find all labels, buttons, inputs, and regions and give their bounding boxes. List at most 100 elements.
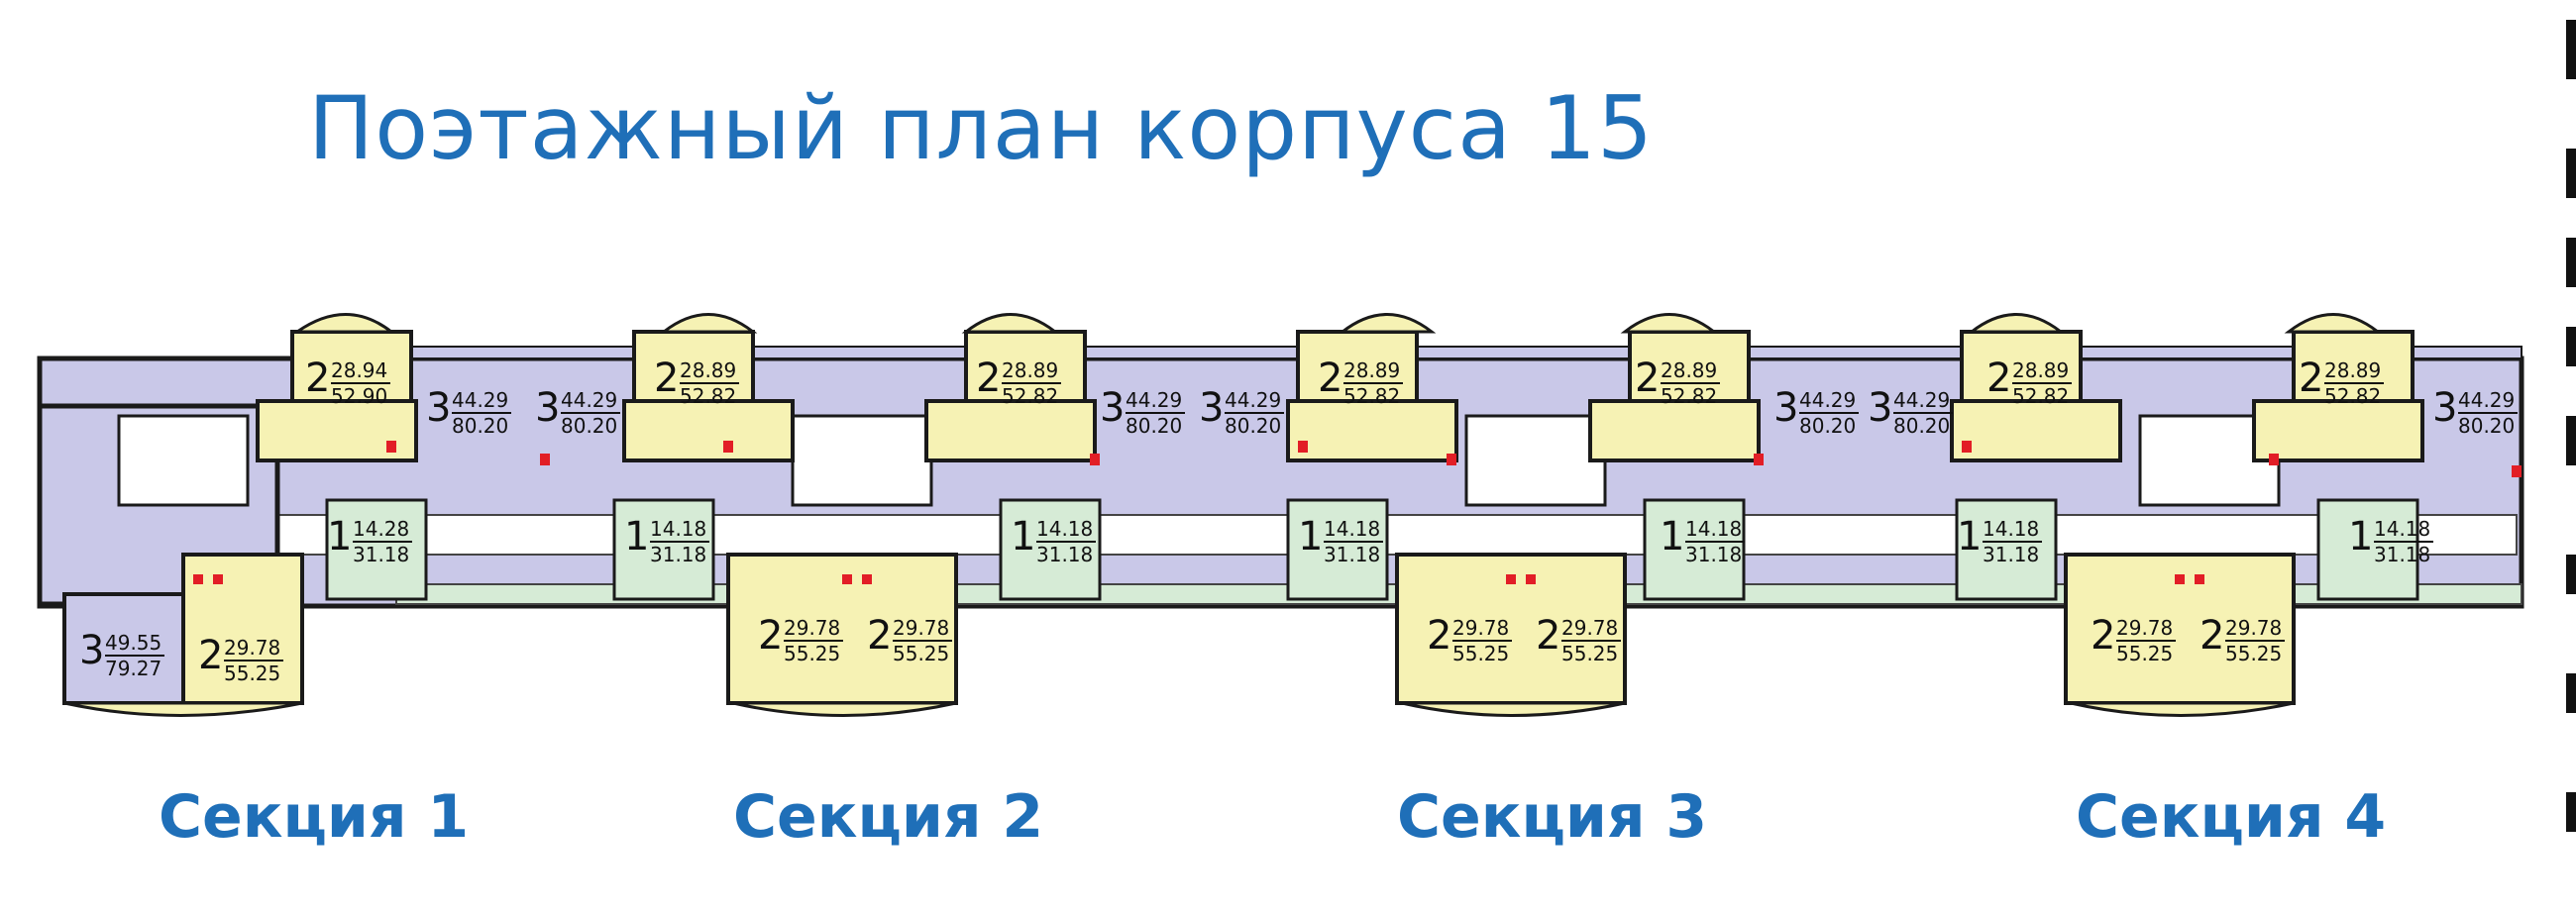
apartment-rooms: 2: [1536, 613, 1560, 659]
apartment-total-area: 80.20: [1799, 414, 1856, 438]
apartment-living-area: 14.18: [2374, 517, 2430, 541]
apartment-living-area: 14.18: [1036, 517, 1093, 541]
apartment-total-area: 31.18: [2374, 543, 2430, 566]
apartment-total-area: 31.18: [650, 543, 706, 566]
apartment-total-area: 52.82: [2324, 384, 2381, 408]
section-label-2: Секция 2: [733, 782, 1044, 852]
apartment-total-area: 80.20: [1893, 414, 1950, 438]
apartment-total-area: 31.18: [1685, 543, 1742, 566]
apartment-rooms: 3: [1773, 385, 1798, 431]
apartment-total-area: 52.82: [1002, 384, 1058, 408]
apartment-living-area: 44.29: [1799, 388, 1856, 412]
apartment-living-area: 14.18: [650, 517, 706, 541]
apartment-living-area: 29.78: [1452, 616, 1509, 640]
apartment-living-area: 28.89: [2012, 358, 2069, 382]
apartment-rooms: 1: [1660, 514, 1684, 560]
upper-apartments: [256, 330, 2424, 462]
apartment-rooms: 2: [2200, 613, 2224, 659]
apartment-rooms: 3: [426, 385, 451, 431]
apartment-rooms: 1: [1011, 514, 1035, 560]
apartment-living-area: 44.29: [561, 388, 617, 412]
apartment-living-area: 14.18: [1983, 517, 2039, 541]
apartment-rooms: 1: [2348, 514, 2373, 560]
apartment-living-area: 29.78: [893, 616, 949, 640]
apartment-rooms: 3: [2432, 385, 2457, 431]
apartment-living-area: 14.28: [353, 517, 409, 541]
apartment-rooms: 3: [79, 628, 104, 673]
apartment-total-area: 80.20: [1126, 414, 1182, 438]
apartment-living-area: 14.18: [1685, 517, 1742, 541]
apartment-rooms: 3: [1199, 385, 1224, 431]
apartment-living-area: 44.29: [1225, 388, 1281, 412]
apartment-rooms: 1: [1298, 514, 1323, 560]
apartment-living-area: 29.78: [2116, 616, 2173, 640]
apartment-total-area: 52.82: [1343, 384, 1400, 408]
apartment-rooms: 3: [535, 385, 560, 431]
apartment-rooms: 1: [624, 514, 649, 560]
apartment-total-area: 80.20: [1225, 414, 1281, 438]
apartment-rooms: 2: [654, 356, 679, 401]
stairwells: [117, 414, 2281, 507]
apartment-living-area: 49.55: [105, 631, 161, 655]
apartment-rooms: 2: [2091, 613, 2115, 659]
apartment-rooms: 3: [1868, 385, 1892, 431]
apartment-total-area: 55.25: [2225, 642, 2282, 665]
apartment-living-area: 44.29: [452, 388, 508, 412]
lower-apartments: [181, 553, 2296, 705]
apartment-rooms: 2: [1986, 356, 2011, 401]
section-label-1: Секция 1: [159, 782, 470, 852]
apartment-living-area: 14.18: [1324, 517, 1380, 541]
apartment-total-area: 55.25: [784, 642, 840, 665]
apartment-rooms: 1: [327, 514, 352, 560]
apartment-rooms: 2: [1427, 613, 1451, 659]
apartment-living-area: 28.89: [2324, 358, 2381, 382]
apartment-living-area: 28.89: [1343, 358, 1400, 382]
apartment-rooms: 2: [1318, 356, 1342, 401]
apartment-living-area: 29.78: [784, 616, 840, 640]
one-room-apartments: [325, 498, 2419, 601]
apartment-total-area: 31.18: [1983, 543, 2039, 566]
apartment-total-area: 80.20: [561, 414, 617, 438]
apartment-rooms: 2: [1635, 356, 1660, 401]
apartment-total-area: 52.82: [1661, 384, 1717, 408]
apartment-total-area: 52.82: [680, 384, 736, 408]
page-title: Поэтажный план корпуса 15: [308, 77, 1654, 179]
apartment-rooms: 2: [305, 356, 330, 401]
apartment-rooms: 2: [2299, 356, 2323, 401]
apartment-total-area: 52.82: [2012, 384, 2069, 408]
apartment-total-area: 55.25: [1561, 642, 1618, 665]
apartment-total-area: 79.27: [105, 657, 161, 680]
apartment-total-area: 31.18: [353, 543, 409, 566]
balcony-domes: [292, 313, 2383, 334]
apartment-rooms: 2: [867, 613, 892, 659]
apartment-total-area: 55.25: [224, 662, 280, 685]
